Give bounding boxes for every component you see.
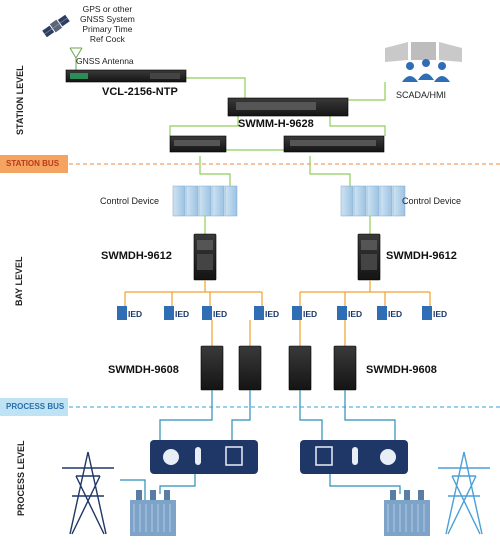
- control-right-label: Control Device: [402, 196, 462, 206]
- core-switch-device: [169, 97, 385, 153]
- scada-label: SCADA/HMI: [396, 90, 447, 100]
- ied-label-1: IED: [128, 309, 143, 319]
- power-tower-left-icon: [62, 451, 114, 535]
- control-device-right: [340, 185, 406, 217]
- proc-left-name: SWMDH-9608: [108, 364, 179, 376]
- power-tower-right-icon: [438, 451, 490, 535]
- process-unit-left: [150, 440, 258, 474]
- process-unit-right: [300, 440, 408, 474]
- gps-line-3: Primary Time: [82, 24, 133, 34]
- process-links: [120, 390, 401, 500]
- ied-label-8: IED: [433, 309, 448, 319]
- process-switches: [200, 345, 357, 391]
- control-device-left: [172, 185, 238, 217]
- station-links: [75, 70, 386, 186]
- bay-right-name: SWMDH-9612: [386, 250, 457, 262]
- ied-label-5: IED: [303, 309, 318, 319]
- station-bus-banner: STATION BUS: [0, 155, 68, 173]
- gps-line-1: GPS or other: [82, 4, 133, 14]
- ied-label-6: IED: [348, 309, 363, 319]
- bay-level-label: BAY LEVEL: [14, 256, 24, 306]
- scada-hmi-icon: [385, 42, 462, 82]
- ntp-device-name: VCL-2156-NTP: [102, 86, 178, 98]
- proc-right-name: SWMDH-9608: [366, 364, 437, 376]
- ied-links: [124, 280, 431, 346]
- bay-switch-left: [193, 233, 217, 281]
- gps-line-2: GNSS System: [80, 14, 135, 24]
- core-device-name: SWMM-H-9628: [238, 118, 314, 130]
- process-bus-banner: PROCESS BUS: [0, 398, 68, 416]
- gnss-antenna-icon: [69, 47, 83, 70]
- ied-label-3: IED: [213, 309, 228, 319]
- satellite-icon: [42, 14, 70, 38]
- transformer-left-icon: [130, 490, 176, 536]
- ied-icons: [117, 306, 432, 320]
- antenna-label: GNSS Antenna: [76, 56, 134, 66]
- process-level-label: PROCESS LEVEL: [16, 440, 26, 516]
- ied-label-7: IED: [388, 309, 403, 319]
- gps-text: GPS or other GNSS System Primary Time Re…: [80, 4, 135, 44]
- ied-label-4: IED: [265, 309, 280, 319]
- control-links: [204, 216, 371, 234]
- ied-label-2: IED: [175, 309, 190, 319]
- station-level-label: STATION LEVEL: [15, 65, 25, 135]
- bay-switch-right: [357, 233, 381, 281]
- control-left-label: Control Device: [100, 196, 160, 206]
- ntp-server-device: [65, 69, 187, 83]
- bay-left-name: SWMDH-9612: [101, 250, 172, 262]
- transformer-right-icon: [384, 490, 430, 536]
- gps-line-4: Ref Cock: [89, 34, 125, 44]
